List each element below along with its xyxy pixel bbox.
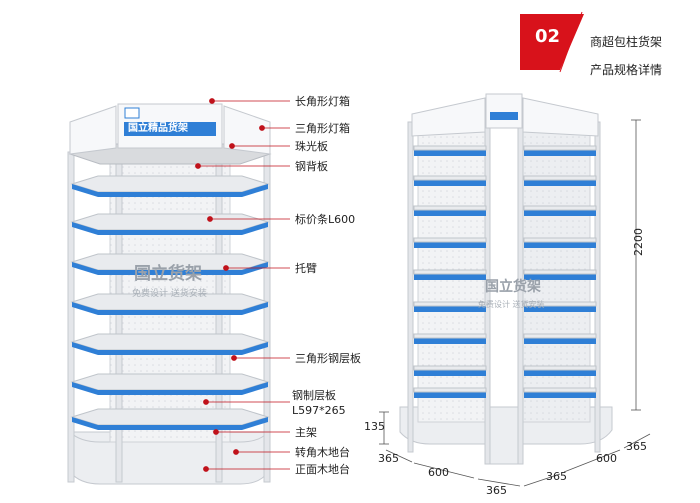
watermark-subtitle-right: 免费设计 送货安装 [478, 300, 545, 309]
section-number: 02 [535, 26, 561, 47]
callout-steel-shelf: 钢制层板 [292, 389, 336, 402]
shelf-board [413, 269, 487, 275]
price-strip [414, 370, 486, 376]
shelf-board [413, 205, 487, 211]
shelf-board [413, 333, 487, 339]
price-strip [524, 180, 596, 186]
price-strip [524, 274, 596, 280]
dim-left-corner: 365 [378, 452, 399, 465]
dim-right-corner-2: 365 [626, 440, 647, 453]
price-strip [414, 274, 486, 280]
shelf-board [70, 333, 270, 351]
shelf-board [523, 175, 597, 181]
price-strip [524, 242, 596, 248]
callout-front-base: 正面木地台 [295, 463, 350, 476]
price-strip [414, 180, 486, 186]
dim-left-front: 600 [428, 466, 449, 479]
shelf-board [70, 213, 270, 231]
dim-left-corner-2: 365 [486, 484, 507, 497]
watermark-subtitle: 免费设计 送货安装 [132, 289, 207, 299]
shelf-group [70, 175, 270, 430]
price-strip [524, 338, 596, 344]
callout-triangle-lightbox: 三角形灯箱 [295, 122, 350, 135]
shelf-board [523, 333, 597, 339]
callout-long-lightbox: 长角形灯箱 [295, 95, 350, 108]
shelf-group [413, 145, 597, 398]
shelf-board [413, 145, 487, 151]
badge-slash-icon [559, 11, 583, 73]
price-strip [414, 242, 486, 248]
callout-price-strip: 标价条L600 [295, 213, 356, 226]
shelf-board [70, 373, 270, 391]
callout-pearl-board: 珠光板 [295, 140, 328, 153]
price-strip [414, 150, 486, 156]
shelf-board [523, 365, 597, 371]
price-strip [414, 338, 486, 344]
price-strip [414, 210, 486, 216]
callout-bracket: 托臂 [295, 262, 317, 275]
shelf-board [70, 175, 270, 193]
shelf-board [70, 408, 270, 426]
shelf-board [523, 269, 597, 275]
logo-text: 国立精品货架 [128, 123, 188, 134]
shelf-board [413, 175, 487, 181]
price-strip [72, 262, 268, 275]
price-strip [72, 342, 268, 355]
callout-steel-backboard: 钢背板 [295, 160, 328, 173]
price-strip [72, 382, 268, 395]
shelf-board [523, 301, 597, 307]
price-strip [524, 306, 596, 312]
shelf-board [413, 301, 487, 307]
section-badge [520, 14, 584, 70]
callout-corner-base: 转角木地台 [295, 446, 350, 459]
price-strip [72, 184, 268, 197]
dim-right-front: 600 [596, 452, 617, 465]
price-strip [524, 210, 596, 216]
page-subtitle: 产品规格详情 [590, 63, 663, 77]
isometric-view-illustration [399, 93, 613, 465]
price-strip [524, 150, 596, 156]
callout-steel-shelf-size: L597*265 [292, 404, 346, 417]
price-strip [72, 302, 268, 315]
price-strip [72, 417, 268, 430]
shelf-board [523, 237, 597, 243]
price-strip [414, 392, 486, 398]
shelf-board [413, 387, 487, 393]
price-strip [72, 222, 268, 235]
shelf-board [523, 145, 597, 151]
price-strip [524, 392, 596, 398]
shelf-board [413, 365, 487, 371]
watermark-title-right: 国立货架 [485, 279, 541, 295]
shelf-board [523, 205, 597, 211]
callout-main-frame: 主架 [295, 426, 317, 439]
watermark-title: 国立货架 [134, 264, 202, 284]
shelf-board [523, 387, 597, 393]
shelf-board [413, 237, 487, 243]
price-strip [414, 306, 486, 312]
price-strip [524, 370, 596, 376]
dim-height: 2200 [632, 228, 645, 256]
dim-base-height: 135 [364, 420, 385, 433]
dim-right-corner: 365 [546, 470, 567, 483]
front-view-illustration [67, 103, 272, 485]
page-title: 商超包柱货架 [590, 35, 663, 49]
callout-triangle-shelf: 三角形钢层板 [295, 352, 361, 365]
